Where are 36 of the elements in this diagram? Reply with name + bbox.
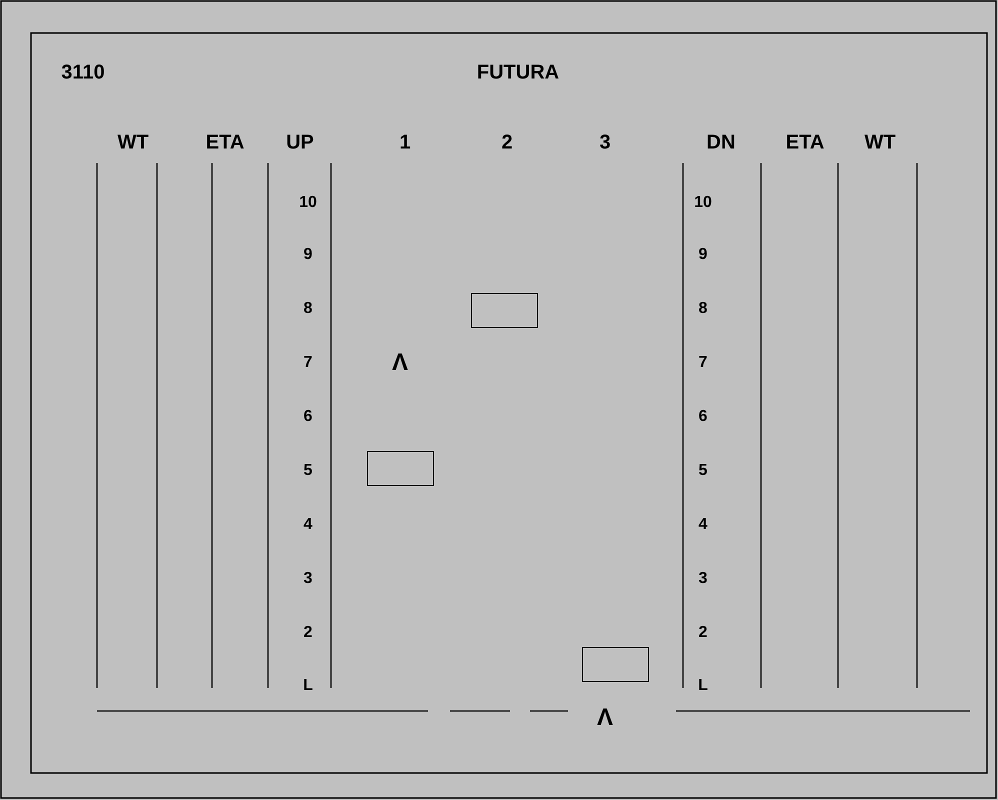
floor-number: 6 (304, 408, 312, 426)
floor-number: 8 (698, 300, 708, 318)
elevator-car-box (367, 451, 434, 486)
floor-number: 5 (304, 462, 312, 480)
column-header: 2 (501, 132, 513, 154)
column-header: ETA (206, 132, 244, 154)
floor-number: 7 (304, 354, 312, 372)
column-header: WT (117, 132, 149, 154)
floor-number: 4 (304, 516, 312, 534)
floor-number: 2 (698, 624, 708, 642)
elevator-car-box (471, 293, 538, 328)
floor-number: 9 (698, 246, 708, 264)
column-header: UP (286, 132, 314, 154)
floor-number: 5 (698, 462, 708, 480)
direction-arrow: Λ (597, 704, 613, 732)
floor-number: 8 (304, 300, 312, 318)
floor-number: 4 (698, 516, 708, 534)
column-header: 1 (399, 132, 411, 154)
floor-number: 2 (304, 624, 312, 642)
floor-number: 10 (299, 194, 317, 212)
column-header: WT (864, 132, 896, 154)
title: FUTURA (476, 62, 560, 84)
floor-number: L (698, 677, 708, 695)
floor-number: L (303, 677, 313, 695)
direction-arrow: Λ (392, 349, 408, 377)
floor-number: 3 (698, 570, 708, 588)
floor-number: 3 (304, 570, 312, 588)
floor-number: 6 (698, 408, 708, 426)
floor-number: 10 (694, 194, 712, 212)
number-label: 3110 (61, 62, 105, 84)
floor-number: 9 (304, 246, 312, 264)
floor-number: 7 (698, 354, 708, 372)
column-header: 3 (599, 132, 611, 154)
column-header: ETA (786, 132, 824, 154)
elevator-car-box (582, 647, 649, 682)
column-header: DN (706, 132, 736, 154)
